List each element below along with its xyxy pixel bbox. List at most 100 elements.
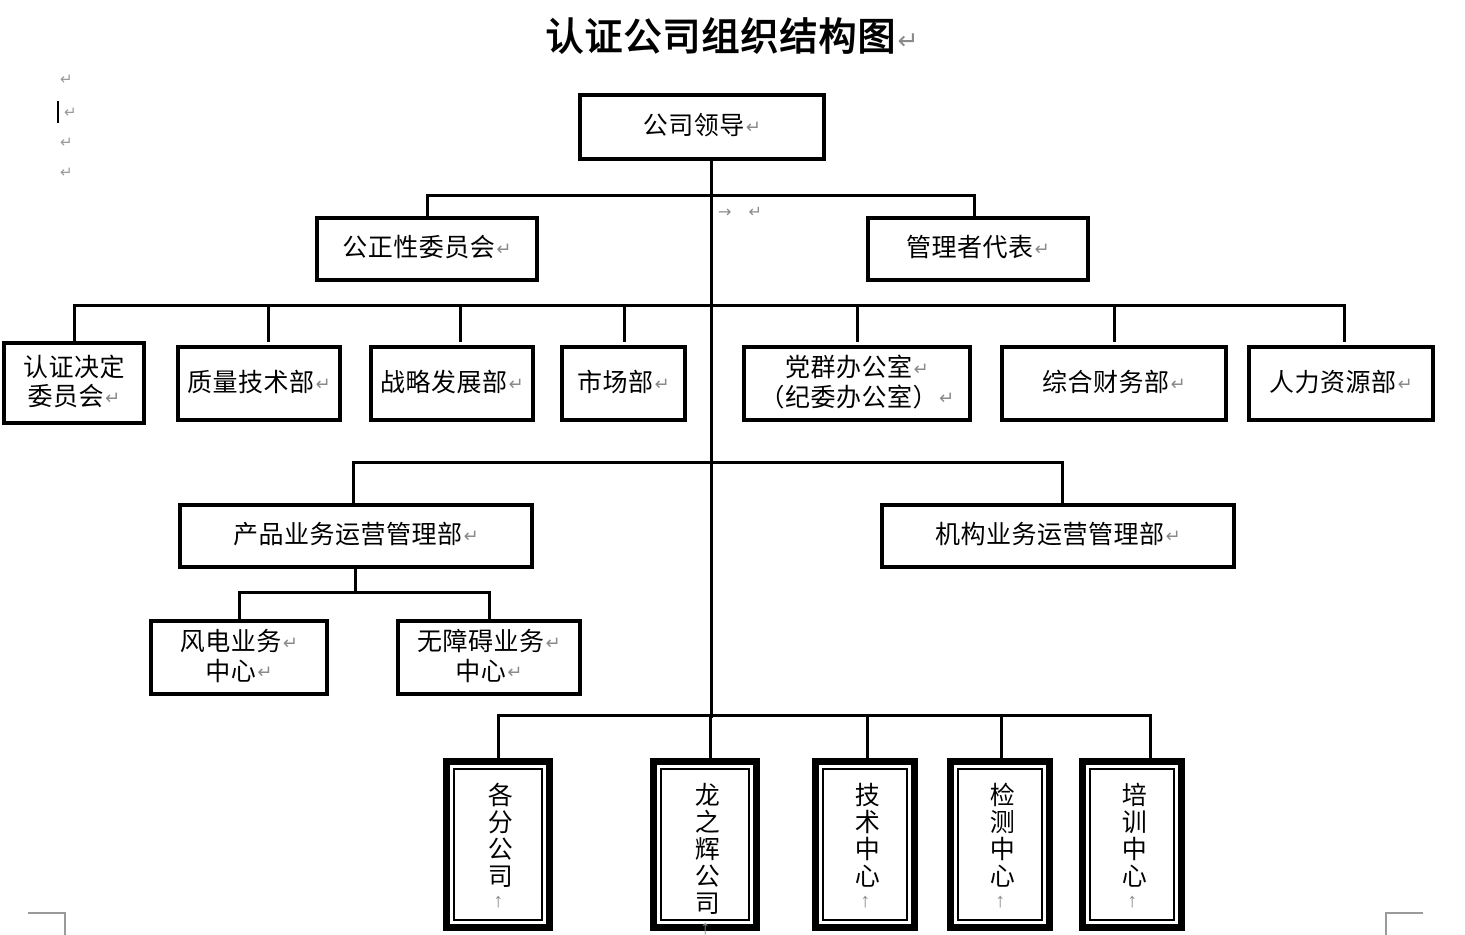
page-title-text: 认证公司组织结构图 bbox=[545, 17, 897, 59]
pilcrow-mark: ↵ bbox=[282, 632, 299, 654]
node-certification-decision-committee-line2: 委员会 bbox=[27, 383, 104, 411]
connector-level5-parent-drop bbox=[354, 568, 357, 592]
pilcrow-mark: ↵ bbox=[104, 387, 121, 409]
node-party-affairs-office-line2: （纪委办公室） bbox=[759, 383, 938, 412]
connector-level4-left-drop bbox=[352, 461, 355, 503]
node-institution-business-operations-department-label: 机构业务运营管理部 bbox=[934, 521, 1165, 550]
connector-level3-horizontal bbox=[73, 304, 1346, 307]
page-margin-corner-right bbox=[1385, 912, 1423, 935]
connector-level6-drop-1 bbox=[497, 714, 500, 760]
node-product-business-operations-department-label: 产品业务运营管理部 bbox=[232, 521, 463, 550]
pilcrow-mark: ↵ bbox=[938, 388, 955, 410]
connector-level2-horizontal bbox=[426, 194, 976, 197]
connector-level6-drop-2 bbox=[709, 714, 712, 760]
pilcrow-mark: ↵ bbox=[1165, 526, 1182, 548]
connector-level3-drop-7 bbox=[1343, 304, 1346, 342]
connector-level6-drop-3 bbox=[866, 714, 869, 760]
up-arrow-mark: ↑ bbox=[989, 890, 1012, 912]
pilcrow-mark: ↵ bbox=[545, 632, 562, 654]
up-arrow-mark: ↑ bbox=[854, 890, 877, 912]
margin-pilcrow-4: ↵ bbox=[60, 163, 73, 181]
connector-level2-left-drop bbox=[426, 194, 429, 216]
connector-level3-drop-2 bbox=[267, 304, 270, 342]
node-training-center-text: 培训中心↑ bbox=[1118, 782, 1147, 912]
pilcrow-mark: ↵ bbox=[315, 373, 332, 395]
margin-pilcrow-1: ↵ bbox=[60, 70, 73, 88]
pilcrow-mark: ↵ bbox=[1397, 373, 1414, 395]
node-branch-companies-text: 各分公司↑ bbox=[484, 782, 513, 912]
node-product-business-operations-department[interactable]: 产品业务运营管理部↵ bbox=[178, 503, 534, 569]
node-inspection-center-inner: 检测中心↑ bbox=[957, 768, 1043, 921]
node-management-representative[interactable]: 管理者代表↵ bbox=[866, 216, 1090, 282]
node-marketing-department-label: 市场部 bbox=[576, 368, 654, 397]
node-wind-power-business-center[interactable]: 风电业务↵ 中心↵ bbox=[149, 619, 329, 696]
node-party-affairs-office-line1: 党群办公室 bbox=[784, 354, 913, 382]
margin-pilcrow-3: ↵ bbox=[60, 133, 73, 151]
pilcrow-mark: ↵ bbox=[508, 373, 525, 395]
page-title: 认证公司组织结构图↵ bbox=[0, 6, 1465, 61]
connector-level6-drop-4 bbox=[1000, 714, 1003, 760]
connector-level3-drop-3 bbox=[459, 304, 462, 342]
node-wind-power-business-center-line2: 中心 bbox=[205, 657, 257, 686]
node-branch-companies-inner: 各分公司↑ bbox=[453, 768, 543, 921]
node-strategy-development-department-label: 战略发展部 bbox=[379, 368, 508, 397]
pilcrow-mark: ↵ bbox=[496, 239, 512, 261]
up-arrow-mark: ↑ bbox=[1121, 890, 1144, 912]
node-inspection-center[interactable]: 检测中心↑ bbox=[947, 758, 1053, 931]
margin-pilcrow-2: ↵ bbox=[64, 103, 77, 121]
connector-level3-drop-4 bbox=[623, 304, 626, 342]
pilcrow-mark: ↵ bbox=[913, 358, 930, 380]
node-impartiality-committee[interactable]: 公正性委员会↵ bbox=[315, 216, 539, 282]
connector-level4-right-drop bbox=[1061, 461, 1064, 503]
node-training-center-label: 培训中心 bbox=[1118, 782, 1147, 890]
node-management-representative-label: 管理者代表 bbox=[905, 234, 1034, 263]
connector-level5-horizontal bbox=[238, 591, 491, 594]
node-party-affairs-office[interactable]: 党群办公室↵ （纪委办公室）↵ bbox=[742, 345, 972, 422]
node-branch-companies[interactable]: 各分公司↑ bbox=[443, 758, 553, 931]
node-training-center[interactable]: 培训中心↑ bbox=[1079, 758, 1185, 931]
node-quality-technology-department[interactable]: 质量技术部↵ bbox=[176, 345, 342, 422]
pilcrow-mark: ↵ bbox=[654, 373, 671, 395]
node-integrated-finance-department-label: 综合财务部 bbox=[1041, 368, 1170, 397]
connector-level3-drop-6 bbox=[1113, 304, 1116, 342]
pilcrow-mark: ↵ bbox=[507, 662, 523, 684]
connector-level4-horizontal bbox=[352, 461, 1064, 464]
node-accessibility-business-center[interactable]: 无障碍业务↵ 中心↵ bbox=[396, 619, 582, 696]
node-company-leadership-label: 公司领导 bbox=[642, 112, 745, 141]
node-longzhihui-company[interactable]: 龙之辉公司↑ bbox=[650, 758, 760, 935]
node-company-leadership[interactable]: 公司领导↵ bbox=[578, 93, 826, 161]
node-wind-power-business-center-line1: 风电业务 bbox=[179, 628, 282, 656]
up-arrow-mark: ↑ bbox=[487, 890, 510, 912]
node-longzhihui-company-label: 龙之辉公司 bbox=[691, 782, 720, 917]
node-certification-decision-committee[interactable]: 认证决定 委员会↵ bbox=[2, 341, 146, 425]
node-institution-business-operations-department[interactable]: 机构业务运营管理部↵ bbox=[880, 503, 1236, 569]
node-inspection-center-label: 检测中心 bbox=[986, 782, 1015, 890]
node-marketing-department[interactable]: 市场部↵ bbox=[560, 345, 687, 422]
connector-level3-drop-1 bbox=[73, 304, 76, 342]
node-accessibility-business-center-line2: 中心 bbox=[455, 657, 507, 686]
node-technology-center-text: 技术中心↑ bbox=[851, 782, 880, 912]
node-quality-technology-department-label: 质量技术部 bbox=[186, 368, 315, 397]
node-strategy-development-department[interactable]: 战略发展部↵ bbox=[369, 345, 535, 422]
text-caret bbox=[57, 101, 59, 123]
connector-trunk-vertical bbox=[710, 160, 713, 718]
pilcrow-mark: ↵ bbox=[1170, 373, 1187, 395]
node-longzhihui-company-inner: 龙之辉公司↑ bbox=[660, 768, 750, 935]
tab-arrow-mark: → ↵ bbox=[718, 202, 768, 221]
node-integrated-finance-department[interactable]: 综合财务部↵ bbox=[1000, 345, 1228, 422]
node-human-resources-department[interactable]: 人力资源部↵ bbox=[1247, 345, 1435, 422]
pilcrow-mark: ↵ bbox=[463, 526, 480, 548]
connector-level5-left-drop bbox=[238, 591, 241, 619]
connector-level2-right-drop bbox=[973, 194, 976, 216]
node-accessibility-business-center-line1: 无障碍业务 bbox=[416, 628, 545, 656]
node-branch-companies-label: 各分公司 bbox=[484, 782, 513, 890]
connector-level3-drop-5 bbox=[856, 304, 859, 342]
node-technology-center-label: 技术中心 bbox=[851, 782, 880, 890]
node-longzhihui-company-text: 龙之辉公司↑ bbox=[691, 782, 720, 935]
up-arrow-mark: ↑ bbox=[694, 917, 717, 935]
node-human-resources-department-label: 人力资源部 bbox=[1268, 368, 1397, 397]
node-technology-center[interactable]: 技术中心↑ bbox=[812, 758, 918, 931]
node-training-center-inner: 培训中心↑ bbox=[1089, 768, 1175, 921]
node-certification-decision-committee-line1: 认证决定 bbox=[22, 353, 125, 382]
